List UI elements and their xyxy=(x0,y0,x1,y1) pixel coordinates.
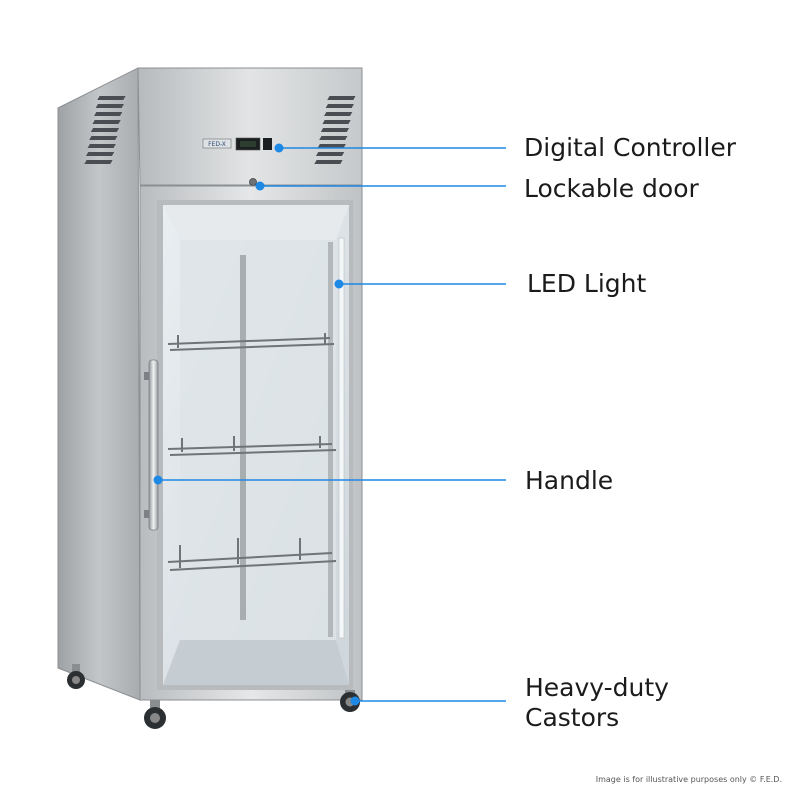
brand-badge: FED-X xyxy=(202,138,232,149)
callout-line-led-light xyxy=(334,279,506,289)
castor-rear-left xyxy=(67,664,85,689)
callout-line-handle xyxy=(153,475,506,485)
led-light-strip xyxy=(338,237,345,639)
disclaimer-text: Image is for illustrative purposes only … xyxy=(595,775,782,784)
vent-grille-right xyxy=(314,96,356,164)
wire-shelf-bottom xyxy=(167,538,337,571)
digital-controller-display xyxy=(235,137,272,151)
label-led-light: LED Light xyxy=(527,269,647,298)
door-handle xyxy=(144,359,159,531)
brand-badge-text: FED-X xyxy=(208,141,226,148)
wire-shelf-top xyxy=(167,333,335,351)
callout-line-digital-controller xyxy=(274,143,506,153)
label-castors-line-1: Heavy-duty xyxy=(525,673,669,702)
callout-line-lockable-door xyxy=(255,181,506,191)
vent-grille-left xyxy=(84,96,126,164)
label-castors-line-2: Castors xyxy=(525,703,620,732)
label-lockable-door: Lockable door xyxy=(524,174,699,203)
callout-line-castors xyxy=(350,696,506,706)
wire-shelf-middle xyxy=(167,436,337,456)
label-heavy-duty-castors: Heavy-duty Castors xyxy=(525,673,669,733)
label-handle: Handle xyxy=(525,466,614,495)
door-lock xyxy=(249,178,257,186)
top-housing: FED-X xyxy=(84,67,363,186)
castor-front-left xyxy=(144,700,166,729)
glass-door xyxy=(139,185,363,701)
label-digital-controller: Digital Controller xyxy=(524,133,736,162)
